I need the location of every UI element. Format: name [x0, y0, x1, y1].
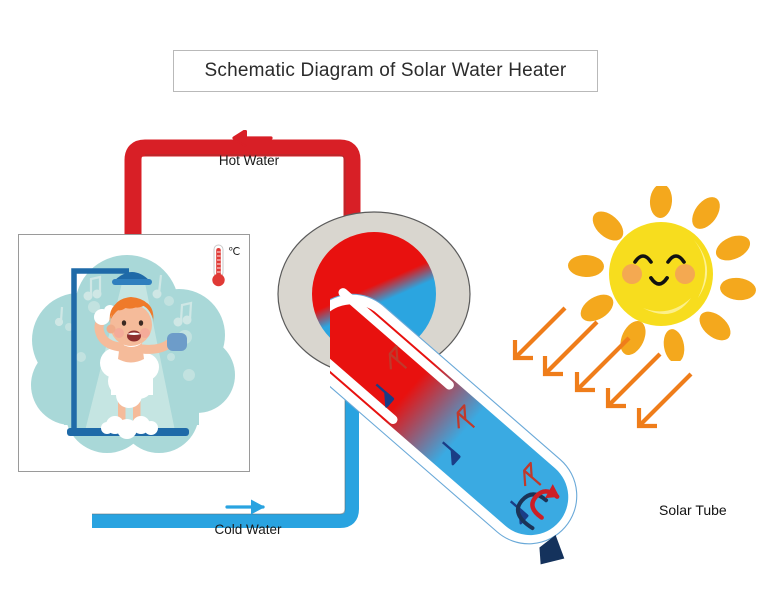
shower-head: [114, 272, 150, 281]
ray-arrow: [574, 336, 631, 393]
bubbles: [65, 296, 195, 381]
smiling-sun: [568, 186, 756, 361]
tube-absorber: [330, 304, 569, 536]
sun-face-features: [622, 254, 695, 286]
hot-water-arrow-icon: [232, 129, 273, 147]
ray-arrow: [605, 352, 662, 409]
child-shower-illustration: [31, 255, 235, 453]
ray-arrow: [512, 306, 567, 361]
sun-cheek-left: [622, 264, 642, 284]
solar-tube-label-text: Solar Tube: [659, 502, 727, 518]
hot-water-label-group: Hot Water: [209, 129, 289, 168]
temperature-unit-text: ℃: [228, 246, 240, 258]
evacuated-solar-tube: [330, 288, 578, 565]
child-figure: [94, 297, 187, 439]
tube-end-cap: [539, 535, 565, 565]
cold-water-label-text: Cold Water: [214, 522, 282, 537]
sun-eye-left: [633, 254, 653, 264]
cold-water-arrow-icon: [225, 499, 265, 515]
tube-highlight-bottom: [330, 335, 398, 424]
shower-pole: [71, 268, 129, 431]
sun-eye-right: [666, 254, 686, 264]
shower-illustration-panel: ℃: [18, 234, 250, 472]
cold-water-label-group: Cold Water: [207, 499, 289, 537]
sun-shine-highlight-2: [643, 298, 691, 315]
ray-arrow: [542, 320, 599, 377]
shower-head-plate: [112, 279, 152, 285]
cold-water-pipe: [92, 372, 359, 528]
sun-cheek-right: [675, 264, 695, 284]
diagram-title-box: Schematic Diagram of Solar Water Heater: [173, 50, 598, 92]
ray-arrow: [636, 372, 693, 429]
hot-flow-arrows: [388, 345, 542, 487]
sun-face: [609, 222, 713, 326]
circulation-uturn-arrow: [515, 484, 560, 531]
hot-pipe-edge: [145, 154, 346, 250]
cold-pipe-edge: [92, 372, 346, 515]
music-notes: [54, 274, 193, 327]
sun-rays: [568, 186, 756, 361]
sun-shine-highlight: [694, 240, 708, 298]
sun-smile: [649, 276, 669, 286]
hot-water-pipe: [124, 139, 361, 300]
page-title: Schematic Diagram of Solar Water Heater: [204, 60, 567, 81]
tube-highlight-top: [338, 288, 454, 390]
sponge: [167, 333, 187, 351]
hot-water-label-text: Hot Water: [218, 153, 280, 168]
sunlight-ray-arrows: [512, 306, 693, 429]
thermometer-icon: ℃: [212, 244, 240, 287]
